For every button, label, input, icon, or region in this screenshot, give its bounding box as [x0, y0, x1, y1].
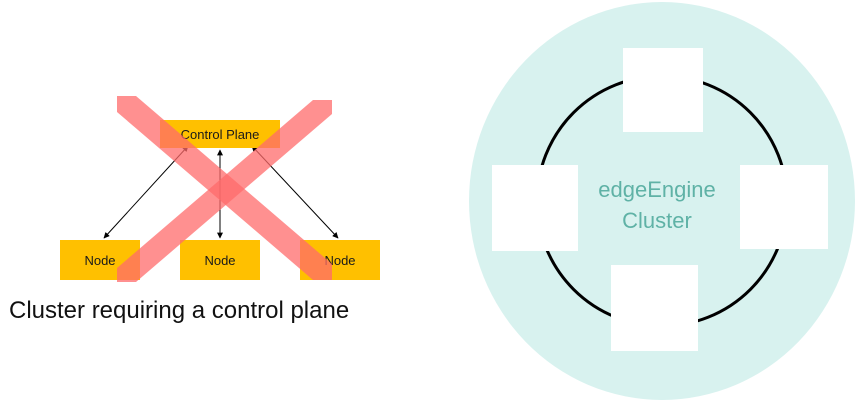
member-box-right	[740, 165, 828, 249]
member-box-top	[623, 48, 703, 132]
cross-out-mark	[117, 96, 332, 282]
cluster-label-line1: edgeEngine	[598, 177, 715, 202]
node-label-2: Node	[204, 253, 235, 268]
cluster-background-circle	[469, 2, 855, 400]
node-label-3: Node	[324, 253, 355, 268]
node-label-1: Node	[84, 253, 115, 268]
node-box-2	[180, 240, 260, 280]
member-box-left	[492, 165, 578, 251]
connector-arrow-left	[103, 145, 189, 239]
right-diagram: edgeEngine Cluster	[469, 2, 855, 400]
cluster-label-line2: Cluster	[622, 208, 692, 233]
member-box-bottom	[611, 265, 698, 351]
left-caption: Cluster requiring a control plane	[9, 297, 349, 324]
left-diagram: Control Plane Node Node Node Cluster req…	[9, 96, 380, 324]
cross-stroke-2	[117, 100, 332, 282]
control-plane-label: Control Plane	[181, 127, 260, 142]
